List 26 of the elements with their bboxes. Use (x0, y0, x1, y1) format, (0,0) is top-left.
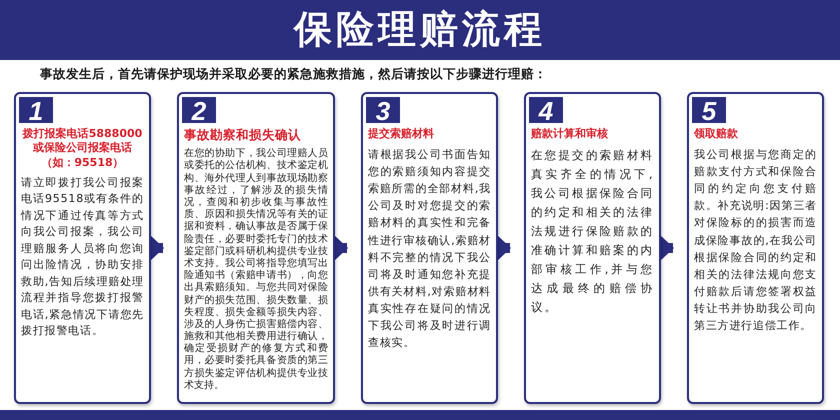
step-heading: 领取赔款 (694, 127, 739, 142)
arrow (497, 235, 511, 261)
step-card (177, 92, 335, 404)
arrow (334, 235, 348, 261)
arrow (150, 235, 164, 261)
step-heading: 赔款计算和审核 (531, 127, 609, 142)
step-number-badge: 2 (182, 97, 216, 123)
step-description: 在您的协助下，我公司理赔人员或委托的公估机构、技术鉴定机构、海外代理人到事故现场勘察事故经过，了解涉及的损失情况，查阅和初步收集与事故性质、原因和损失情况等有关的证据和资料，确认事故是否属于保险责任，必要时委托专门的技术鉴定部门或科研机构提供专业技术支持。我公司将指导您填写出险通知书（索赔申请书），向您出具索赔须知。与您共同对保险财产的损失范围、损失数量、损失程度、损失金额等损失内容、涉及的人身伤亡损害赔偿内容、施救和其他相关费用进行确认，确定受损财产的修复方式和费用，必要时委托具备资质的第三方损失鉴定评估机构提供专业技术支持。 (184, 148, 328, 392)
step-heading: 事故勘察和损失确认 (184, 127, 302, 144)
intro-text: 事故发生后，首先请保护现场并采取必要的紧急施救措施，然后请按以下步骤进行理赔： (40, 66, 547, 83)
step-heading: 拨打报案电话5888000或保险公司报案电话（如：95518） (21, 127, 144, 170)
step-heading: 提交索赔材料 (368, 127, 435, 142)
step-card (687, 92, 824, 404)
step-description: 在您提交的索赔材料真实齐全的情况下,我公司根据保险合同的约定和相关的法律法规进行保险赔款的准确计算和赔案的内部审核工作,并与您达成最终的赔偿协议。 (531, 147, 654, 316)
step-number-badge: 5 (692, 97, 726, 123)
step-number-badge: 1 (19, 97, 53, 123)
step-description: 请根据我公司书面告知您的索赔须知内容提交索赔所需的全部材料,我公司及时对您提交的索赔材料的真实性和完备性进行审核确认,索赔材料不完整的情况下我公司将及时通知您补充提供有关材料,对索赔材料真实性存在疑问的情况下我公司将及时进行调查核实。 (368, 147, 491, 351)
step-card (524, 92, 661, 404)
step-description: 我公司根据与您商定的赔款支付方式和保险合同的约定向您支付赔款。补充说明:因第三者对保险标的的损害而造成保险事故的,在我公司根据保险合同的约定和相关的法律法规向您支付赔款后请您签署权益转让书并协助我公司向第三方进行追偿工作。 (694, 147, 817, 334)
step-card (361, 92, 498, 404)
step-card (14, 92, 151, 404)
step-number-badge: 4 (529, 97, 563, 123)
step-number-badge: 3 (366, 97, 400, 123)
arrow (660, 235, 674, 261)
title: 保险理赔流程 (294, 9, 546, 51)
step-description: 请立即拨打我公司报案电话95518或有条件的情况下通过传真等方式向我公司报案，我公司理赔服务人员将向您询问出险情况，协助安排救助,告知后续理赔处理流程并指导您拨打报警电话,紧急情况下请您先拨打报警电话。 (21, 174, 144, 340)
